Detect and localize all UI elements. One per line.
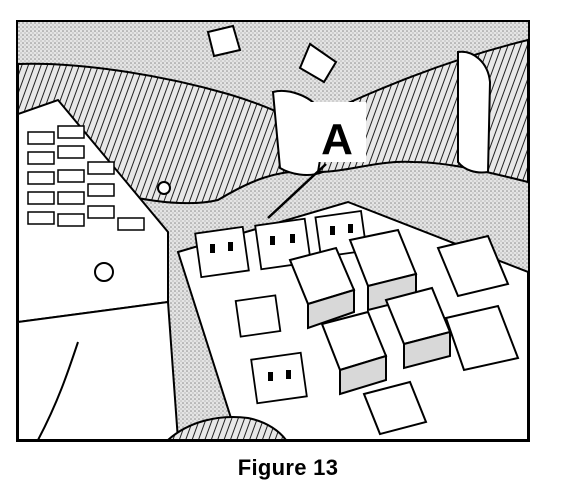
socket-pins bbox=[210, 224, 353, 381]
lower-left-panel bbox=[18, 300, 180, 440]
relay-7 bbox=[444, 304, 520, 372]
relays bbox=[288, 228, 520, 436]
relay-sockets bbox=[194, 209, 368, 405]
clip-top-right bbox=[298, 42, 338, 84]
relay-5 bbox=[362, 380, 428, 436]
relay-6 bbox=[436, 234, 510, 298]
figure-illustration: A bbox=[16, 20, 530, 442]
hand-bottom bbox=[166, 416, 288, 440]
small-bolt bbox=[157, 181, 171, 195]
callout-leader-line bbox=[267, 163, 327, 219]
callout-label-a: A bbox=[321, 115, 353, 164]
callout-box bbox=[308, 102, 366, 162]
clip-top-left bbox=[206, 24, 242, 58]
left-fuse-rows bbox=[27, 125, 145, 231]
left-block-screw bbox=[94, 262, 114, 282]
figure-caption: Figure 13 bbox=[237, 455, 339, 480]
fuse-box-drawing: A bbox=[18, 22, 528, 440]
glove-right-cuff bbox=[457, 50, 492, 174]
cable bbox=[37, 341, 79, 440]
